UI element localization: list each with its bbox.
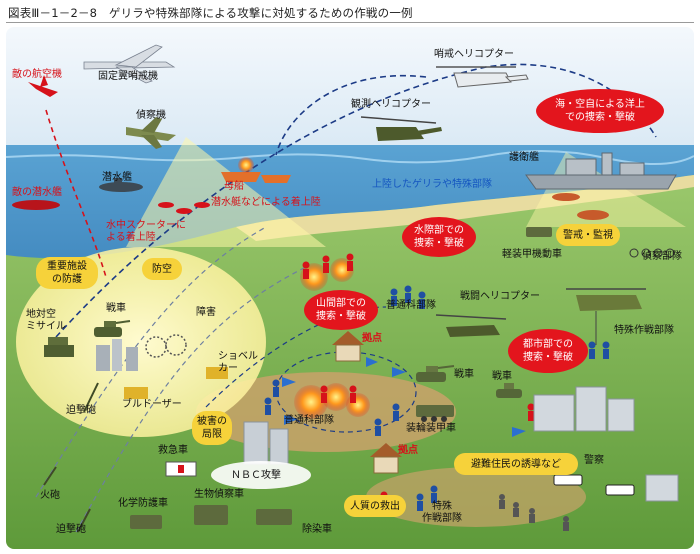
- label-artillery: 火砲: [40, 490, 60, 502]
- bulldozer-shape: [124, 387, 148, 399]
- label-chem-vehicle: 化学防護車: [118, 498, 168, 510]
- bubble-air-defense: 防空: [142, 258, 182, 280]
- label-infantry-top: 普通科部隊: [386, 300, 436, 312]
- label-light-armored: 軽装甲機動車: [502, 249, 562, 261]
- label-submersible-landing: 潜水艇などによる着上陸: [211, 197, 321, 209]
- label-underwater-scooter: 水中スクーターに よる着上陸: [106, 220, 186, 244]
- bubble-hostage: 人質の救出: [344, 495, 406, 517]
- label-observation-helicopter: 観測ヘリコプター: [351, 99, 431, 111]
- label-bio-recon: 生物偵察車: [194, 489, 244, 501]
- figure-title: 図表Ⅲ－1－2－8 ゲリラや特殊部隊による攻撃に対処するための作戦の一例: [8, 5, 413, 21]
- ambulance-cross: [178, 465, 184, 473]
- label-obstacle: 障害: [196, 307, 216, 319]
- label-nbc-attack: ＮＢＣ攻撃: [231, 470, 281, 482]
- label-recon-unit: 偵察部隊: [642, 251, 682, 263]
- label-decon: 除染車: [302, 524, 332, 536]
- title-underline: [6, 22, 694, 23]
- label-enemy-submarine: 敵の潜水艦: [12, 187, 62, 199]
- label-ambulance: 救急車: [158, 445, 188, 457]
- label-stronghold-top: 拠点: [362, 333, 382, 345]
- label-attack-helicopter: 戦闘ヘリコプター: [460, 291, 540, 303]
- label-stronghold-bottom: 拠点: [398, 445, 418, 457]
- label-sam: 地対空 ミサイル: [26, 309, 66, 333]
- label-submarine: 潜水艦: [102, 172, 132, 184]
- label-enemy-aircraft: 敵の航空機: [12, 69, 62, 81]
- label-tank-mid: 戦車: [454, 369, 474, 381]
- bubble-key-facility: 重要施設 の防護: [36, 257, 98, 289]
- enemy-submarine-shape: [12, 200, 60, 210]
- bubble-damage-limit: 被害の 局限: [192, 411, 232, 445]
- label-tank-left: 戦車: [106, 303, 126, 315]
- bubble-maritime-air: 海・空自による洋上 での捜索・撃破: [536, 89, 664, 133]
- label-shovel-car: ショベル カー: [218, 351, 258, 375]
- label-recon-aircraft: 偵察機: [136, 110, 166, 122]
- label-mortar-bottom: 迫撃砲: [56, 524, 86, 536]
- label-destroyer: 護衛艦: [509, 152, 539, 164]
- bubble-vigilance: 警戒・監視: [556, 224, 620, 246]
- label-mortar-left: 迫撃砲: [66, 405, 96, 417]
- bubble-urban: 都市部での 捜索・撃破: [508, 329, 588, 373]
- label-fixed-wing-patrol: 固定翼哨戒機: [98, 71, 158, 83]
- illustration-panel: 敵の航空機 固定翼哨戒機 哨戒ヘリコプター 偵察機 観測ヘリコプター 護衛艦 潜…: [6, 27, 694, 549]
- label-police: 警察: [584, 455, 604, 467]
- light-armored-vehicle: [526, 227, 552, 237]
- label-infantry-mid: 普通科部隊: [284, 415, 334, 427]
- label-special-ops-right: 特殊作戦部隊: [614, 325, 674, 337]
- bubble-waterside: 水際部での 捜索・撃破: [402, 217, 476, 257]
- label-tank-right: 戦車: [492, 371, 512, 383]
- bubble-mountain: 山間部での 捜索・撃破: [304, 290, 378, 330]
- label-bulldozer: ブルドーザー: [122, 399, 182, 411]
- label-landed-guerrilla: 上陸したゲリラや特殊部隊: [372, 179, 492, 191]
- label-special-ops-bottom: 特殊 作戦部隊: [422, 501, 462, 525]
- label-wheeled-apc: 装輪装甲車: [406, 423, 456, 435]
- label-patrol-helicopter: 哨戒ヘリコプター: [434, 49, 514, 61]
- bubble-evacuation: 避難住民の誘導など: [454, 453, 578, 475]
- label-mothership: 母船: [224, 181, 244, 193]
